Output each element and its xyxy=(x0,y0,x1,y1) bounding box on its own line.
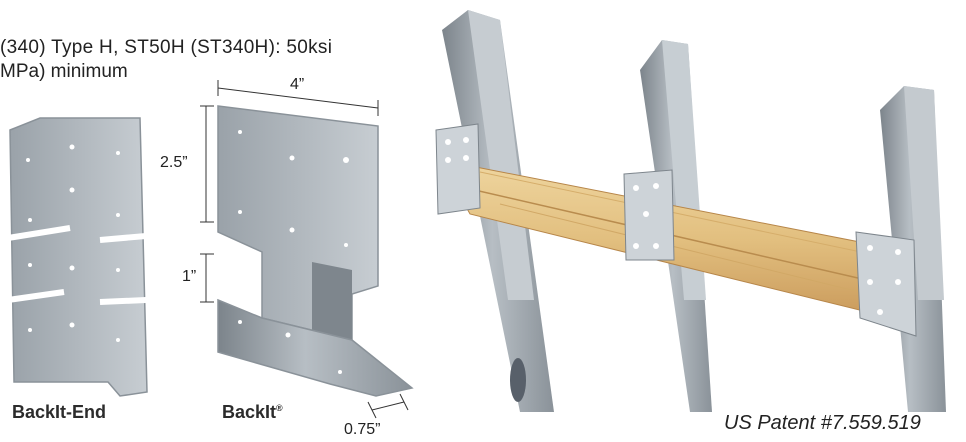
dimension-height: 2.5” xyxy=(160,154,188,171)
dimension-tab: 1” xyxy=(182,268,197,285)
bracket-left xyxy=(435,123,481,215)
dimension-depth: 0.75” xyxy=(344,421,381,438)
spec-line-1: (340) Type H, ST50H (ST340H): 50ksi xyxy=(0,37,333,58)
dimension-width: 4” xyxy=(290,76,305,93)
material-spec-text: (340) Type H, ST50H (ST340H): 50ksi MPa)… xyxy=(0,36,420,84)
bracket-right xyxy=(855,231,917,337)
bracket-middle xyxy=(623,169,675,261)
backit-bracket xyxy=(200,80,414,419)
registered-mark: ® xyxy=(276,403,283,413)
backit-end-label: BackIt-End xyxy=(12,402,107,422)
backit-label-text: BackIt xyxy=(222,402,277,422)
backit-end-bracket xyxy=(7,117,148,397)
patent-text: US Patent #7.559.519 xyxy=(724,412,921,434)
backit-label: BackIt® xyxy=(222,402,283,423)
spec-line-2: MPa) minimum xyxy=(0,61,128,82)
